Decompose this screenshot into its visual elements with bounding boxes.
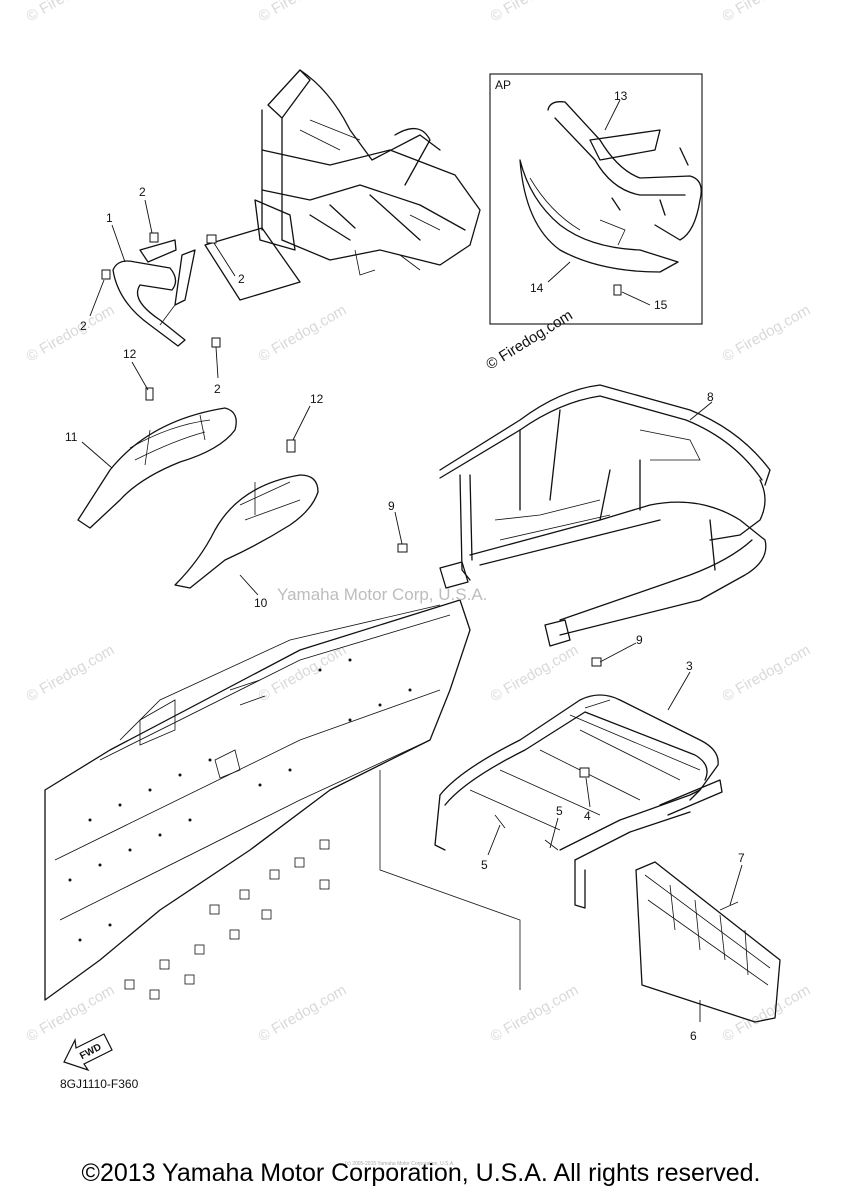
callout-9: 9	[388, 499, 395, 513]
part-3-rack-drawing	[434, 694, 723, 909]
firedog-watermark: © Firedog.com	[720, 641, 814, 705]
callout-9: 9	[636, 633, 643, 647]
callout-13: 13	[614, 89, 628, 103]
part-1-bracket-drawing	[112, 239, 196, 347]
watermark-layer: © Firedog.com © Firedog.com © Firedog.co…	[24, 0, 814, 1045]
panel-holes	[124, 839, 330, 1000]
callout-11: 11	[65, 430, 78, 444]
firedog-watermark: © Firedog.com	[720, 301, 814, 365]
callout-12: 12	[310, 392, 324, 406]
firedog-watermark: © Firedog.com	[24, 641, 118, 705]
firedog-watermark: © Firedog.com	[488, 0, 582, 25]
callout-7: 7	[738, 851, 745, 865]
firedog-watermark: © Firedog.com	[256, 301, 350, 365]
callout-6: 6	[690, 1029, 697, 1043]
firedog-watermark: © Firedog.com	[720, 981, 814, 1045]
inset-watermark: © Firedog.com	[483, 307, 576, 374]
firedog-watermark: © Firedog.com	[488, 641, 582, 705]
inset-label: AP	[495, 78, 511, 92]
firedog-watermark: © Firedog.com	[24, 301, 118, 365]
diagram-code: 8GJ1110-F360	[60, 1077, 139, 1091]
callout-4: 4	[584, 809, 591, 823]
firedog-watermark: © Firedog.com	[256, 981, 350, 1045]
callout-2: 2	[238, 272, 245, 286]
callout-15: 15	[654, 298, 668, 312]
callout-2: 2	[214, 382, 221, 396]
firedog-watermark: © Firedog.com	[256, 0, 350, 25]
callout-5: 5	[481, 858, 488, 872]
inset-box-ap: AP © Firedog.com	[483, 73, 703, 374]
callout-1: 1	[106, 211, 113, 225]
firedog-watermark: © Firedog.com	[720, 0, 814, 25]
callouts: 1 2 2 2 2 3 4 5 5 6 7 8 9 9 10 11 12	[65, 89, 745, 1043]
part-6-flap-drawing	[635, 861, 781, 1023]
yamaha-watermark: Yamaha Motor Corp, U.S.A.	[277, 585, 487, 604]
part-10-cover-drawing	[174, 439, 319, 589]
copyright-notice: ©2013 Yamaha Motor Corporation, U.S.A. A…	[81, 1159, 761, 1187]
fwd-arrow-icon: FWD	[63, 1033, 113, 1072]
callout-2: 2	[80, 319, 87, 333]
callout-8: 8	[707, 390, 714, 404]
body-panel-drawing	[44, 599, 521, 1001]
fine-print: (c) 2005-2015 Yamaha Motor Corporation, …	[345, 1161, 455, 1167]
firedog-watermark: © Firedog.com	[24, 0, 118, 25]
upper-frame-drawing	[204, 69, 481, 301]
firedog-watermark: © Firedog.com	[488, 981, 582, 1045]
callout-3: 3	[686, 659, 693, 673]
callout-10: 10	[254, 596, 268, 610]
callout-5: 5	[556, 804, 563, 818]
part-11-cover-drawing	[77, 387, 237, 529]
part-8-frame-drawing	[397, 384, 771, 667]
firedog-watermark: © Firedog.com	[256, 641, 350, 705]
callout-14: 14	[530, 281, 544, 295]
callout-12: 12	[123, 347, 137, 361]
callout-2: 2	[139, 185, 146, 199]
bolt-group-2	[101, 232, 221, 348]
